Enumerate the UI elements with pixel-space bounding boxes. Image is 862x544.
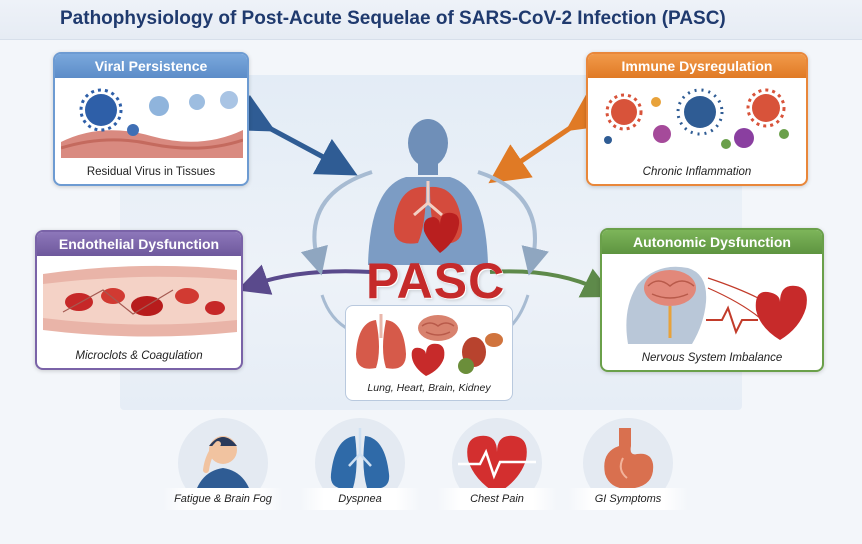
virus-icon bbox=[61, 88, 243, 158]
brain-icon bbox=[418, 315, 458, 341]
immune-cells-illustration bbox=[594, 82, 800, 158]
symptom-dyspnea-label: Dyspnea bbox=[300, 488, 420, 510]
arrow-immune bbox=[488, 92, 610, 184]
arrow-viral bbox=[230, 94, 358, 176]
pasc-label: PASC bbox=[366, 253, 506, 309]
stomach-icon bbox=[604, 428, 654, 489]
virus-tissue-illustration bbox=[61, 82, 243, 158]
symptom-chest-pain: Chest Pain bbox=[432, 418, 562, 518]
endothelial-dysfunction-title: Endothelial Dysfunction bbox=[37, 232, 241, 256]
brain-heart-icon bbox=[626, 266, 807, 344]
organs-illustration bbox=[356, 314, 503, 376]
heart-icon bbox=[755, 285, 807, 340]
immune-dysregulation-caption: Chronic Inflammation bbox=[642, 166, 752, 178]
lungs-icon bbox=[330, 428, 390, 489]
human-body-illustration bbox=[368, 119, 488, 265]
cycle-arrow-left bbox=[300, 170, 373, 276]
symptom-chest-pain-label: Chest Pain bbox=[437, 488, 557, 510]
viral-persistence-card: Viral Persistence Residual Virus in Tiss… bbox=[53, 52, 249, 186]
autonomic-dysfunction-title: Autonomic Dysfunction bbox=[602, 230, 822, 254]
kidney-icon bbox=[458, 333, 503, 374]
immune-cell-icon bbox=[604, 88, 789, 149]
page-title: Pathophysiology of Post-Acute Sequelae o… bbox=[60, 8, 726, 29]
brain-icon bbox=[644, 270, 696, 306]
symptom-fatigue-label: Fatigue & Brain Fog bbox=[163, 488, 283, 510]
symptom-gi-label: GI Symptoms bbox=[568, 488, 688, 510]
immune-dysregulation-title: Immune Dysregulation bbox=[588, 54, 806, 78]
autonomic-dysfunction-card: Autonomic Dysfunction Nervous System Imb… bbox=[600, 228, 824, 372]
symptom-fatigue: Fatigue & Brain Fog bbox=[158, 418, 288, 518]
blood-vessel-illustration bbox=[43, 260, 237, 342]
organs-caption: Lung, Heart, Brain, Kidney bbox=[367, 382, 491, 394]
arrow-endothelial bbox=[236, 264, 373, 295]
lungs-icon bbox=[356, 314, 406, 369]
arrow-autonomic bbox=[489, 268, 615, 298]
heart-icon bbox=[423, 212, 460, 253]
autonomic-dysfunction-caption: Nervous System Imbalance bbox=[641, 352, 783, 364]
heart-pulse-icon bbox=[458, 435, 536, 494]
heart-icon bbox=[411, 343, 445, 376]
endothelial-dysfunction-card: Endothelial Dysfunction Microclots & Coa… bbox=[35, 230, 243, 370]
brain-heart-illustration bbox=[608, 258, 816, 344]
symptom-gi: GI Symptoms bbox=[563, 418, 693, 518]
viral-persistence-caption: Residual Virus in Tissues bbox=[86, 166, 216, 178]
cycle-arrow-right bbox=[477, 170, 549, 276]
organs-box: Lung, Heart, Brain, Kidney bbox=[345, 305, 513, 401]
title-bar: Pathophysiology of Post-Acute Sequelae o… bbox=[0, 0, 862, 40]
symptom-dyspnea: Dyspnea bbox=[295, 418, 425, 518]
viral-persistence-title: Viral Persistence bbox=[55, 54, 247, 78]
immune-dysregulation-card: Immune Dysregulation Chronic Inflammatio… bbox=[586, 52, 808, 186]
endothelial-dysfunction-caption: Microclots & Coagulation bbox=[75, 350, 203, 362]
blood-clot-icon bbox=[43, 265, 237, 337]
